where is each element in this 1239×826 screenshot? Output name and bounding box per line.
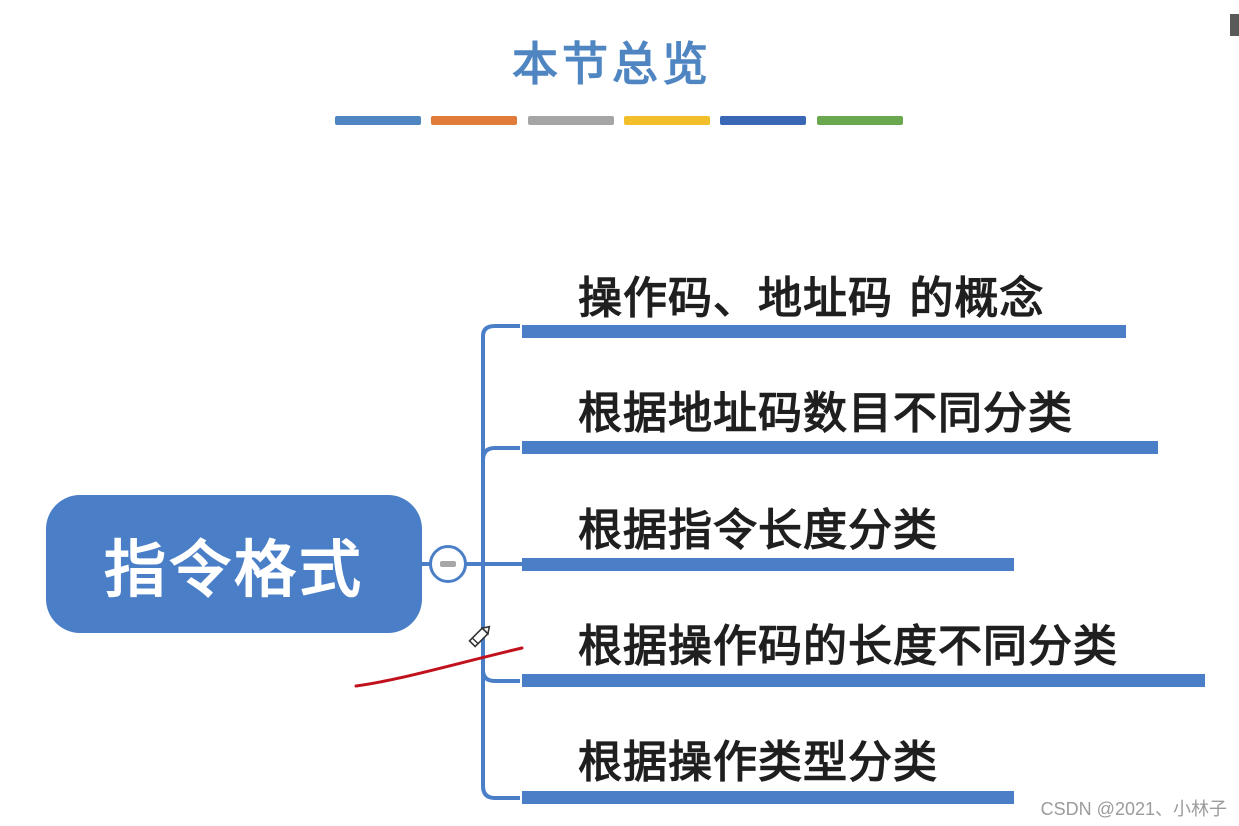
accent-bar-darkblue xyxy=(720,116,806,125)
corner-mark xyxy=(1230,14,1239,36)
topic-underline-1 xyxy=(522,325,1126,338)
ink-stroke xyxy=(354,646,524,688)
branch-spine xyxy=(481,324,520,800)
topic-3[interactable]: 根据指令长度分类 xyxy=(578,505,938,556)
accent-bar-green xyxy=(817,116,903,125)
watermark: CSDN @2021、小林子 xyxy=(1040,799,1227,819)
topic-underline-2 xyxy=(522,441,1158,454)
accent-bar-gray xyxy=(528,116,614,125)
topic-underline-5 xyxy=(522,791,1014,804)
accent-bar-blue xyxy=(335,116,421,125)
pencil-icon xyxy=(468,625,491,648)
root-node[interactable]: 指令格式 xyxy=(46,495,422,633)
topic-underline-3 xyxy=(522,558,1014,571)
topic-4[interactable]: 根据操作码的长度不同分类 xyxy=(578,621,1118,672)
slide-title: 本节总览 xyxy=(512,37,712,91)
minus-circle-icon[interactable] xyxy=(429,545,467,583)
topic-underline-4 xyxy=(522,674,1205,687)
accent-bar-orange xyxy=(431,116,517,125)
branch-curve-4 xyxy=(481,669,520,683)
topic-2[interactable]: 根据地址码数目不同分类 xyxy=(578,388,1073,439)
topic-1[interactable]: 操作码、地址码 的概念 xyxy=(578,273,1045,324)
topic-5[interactable]: 根据操作类型分类 xyxy=(578,737,938,788)
root-label: 指令格式 xyxy=(103,533,364,606)
accent-bar-yellow xyxy=(624,116,710,125)
branch-curve-2 xyxy=(481,446,520,461)
